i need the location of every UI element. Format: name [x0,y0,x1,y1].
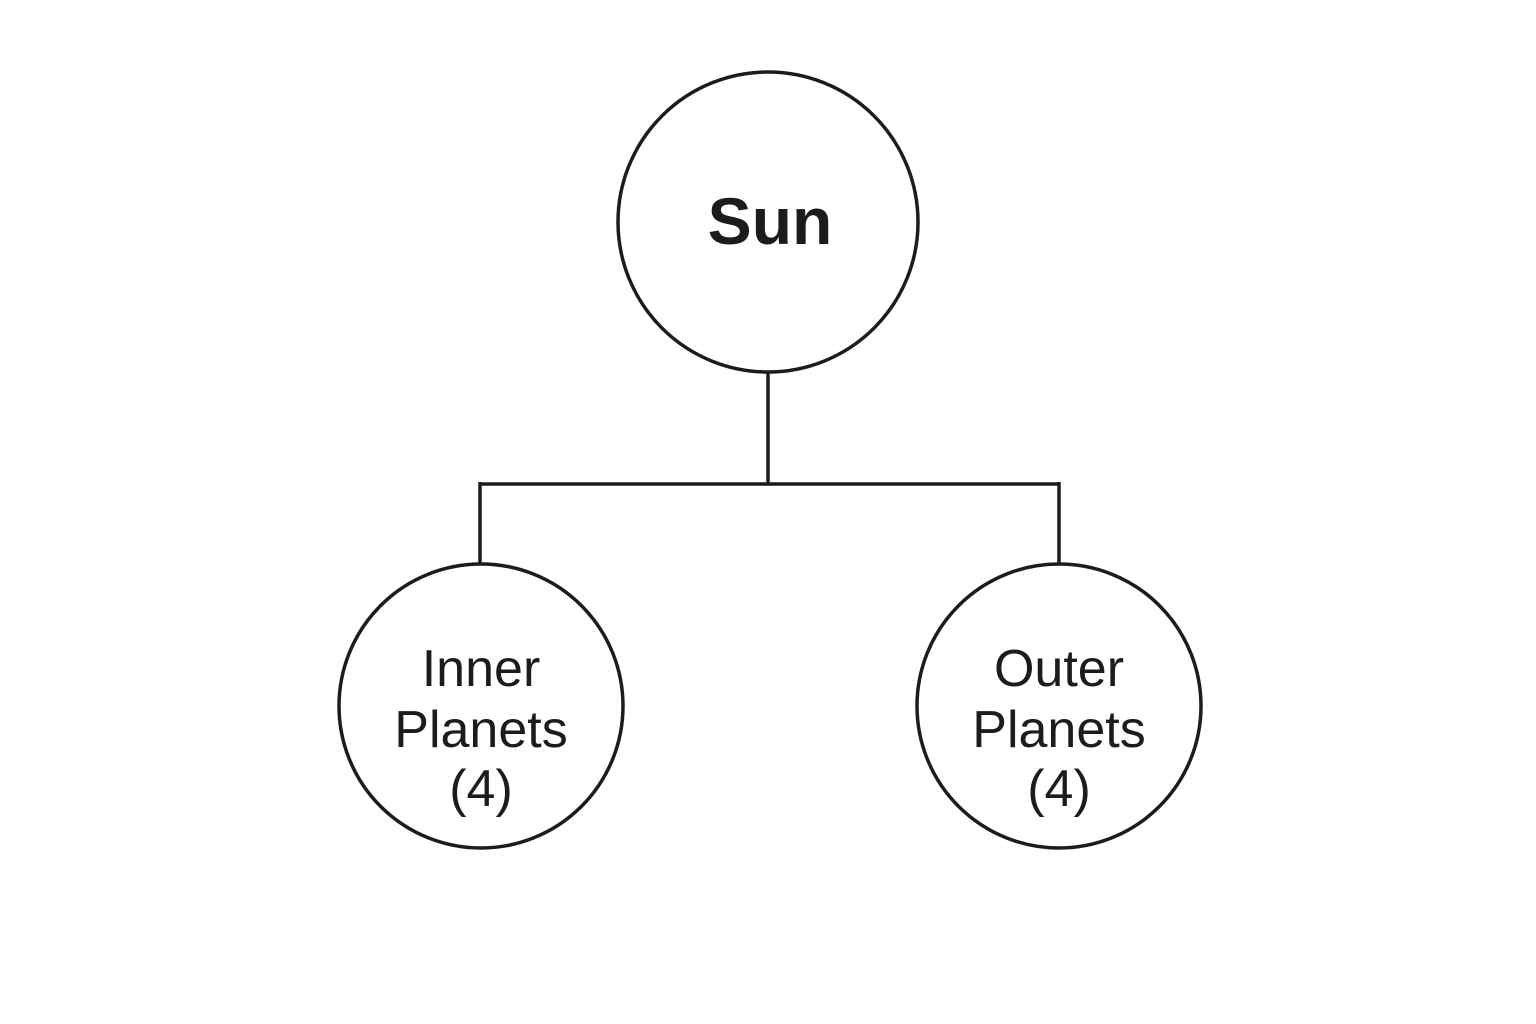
node-inner-planets-line-3: (4) [449,760,513,818]
node-sun-circle [616,70,920,374]
node-outer-planets-line-3: (4) [1027,760,1091,818]
node-inner-planets-circle [337,562,625,850]
connectors [478,371,1061,565]
node-outer-planets: Outer Planets (4) [915,562,1203,850]
node-sun-label: Sun [708,184,833,258]
node-outer-planets-line-2: Planets [972,701,1145,759]
node-inner-planets-line-1: Inner [422,640,541,698]
node-outer-planets-circle [915,562,1203,850]
node-inner-planets: Inner Planets (4) [337,562,625,850]
node-sun: Sun [616,70,920,374]
node-inner-planets-line-2: Planets [394,701,567,759]
node-outer-planets-line-1: Outer [994,640,1124,698]
